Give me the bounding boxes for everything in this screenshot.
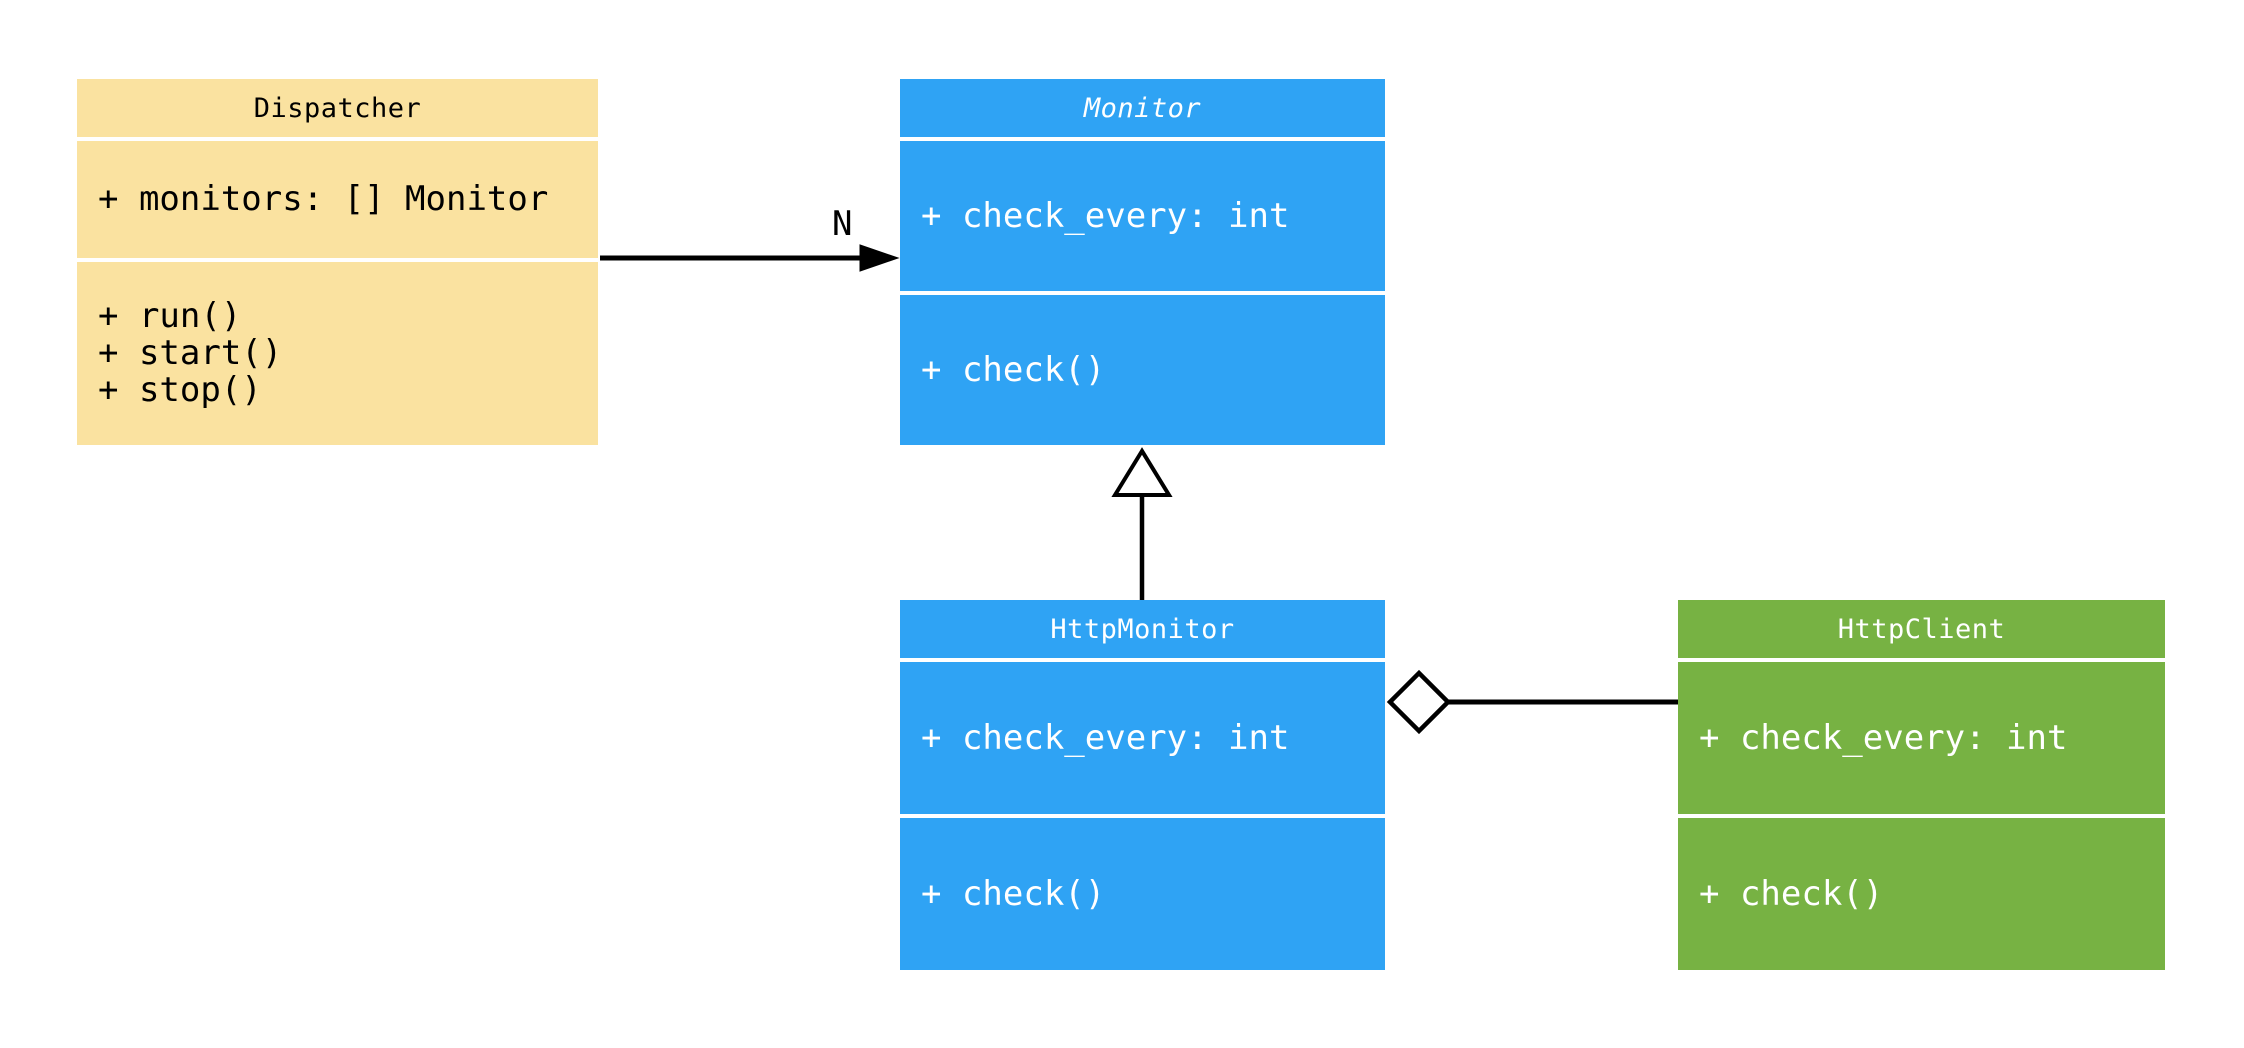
class-title: Dispatcher (77, 79, 598, 137)
class-attributes-section: + check_every: int (1678, 662, 2165, 814)
class-methods-section: + run() + start() + stop() (77, 262, 598, 445)
class-method: + run() (98, 296, 242, 336)
class-httpclient: HttpClient + check_every: int + check() (1678, 600, 2165, 970)
class-methods-section: + check() (900, 818, 1385, 970)
class-method: + stop() (98, 370, 262, 410)
multiplicity-label: N (832, 204, 853, 244)
aggregation-httpmonitor-httpclient (1386, 669, 1678, 735)
class-dispatcher: Dispatcher + monitors: [] Monitor + run(… (77, 79, 598, 445)
class-attributes-section: + monitors: [] Monitor (77, 141, 598, 258)
class-attribute: + check_every: int (921, 717, 1290, 758)
inheritance-httpmonitor-monitor (1111, 447, 1173, 602)
class-methods-section: + check() (1678, 818, 2165, 970)
association-dispatcher-monitor (600, 244, 900, 272)
class-httpmonitor: HttpMonitor + check_every: int + check() (900, 600, 1385, 970)
class-attributes-section: + check_every: int (900, 662, 1385, 814)
class-title: HttpMonitor (900, 600, 1385, 658)
hollow-triangle-arrowhead-icon (1111, 447, 1173, 497)
class-attribute: + monitors: [] Monitor (98, 179, 549, 219)
class-attribute: + check_every: int (921, 195, 1290, 236)
class-attributes-section: + check_every: int (900, 141, 1385, 291)
hollow-diamond-icon (1386, 669, 1452, 735)
class-title: Monitor (900, 79, 1385, 137)
class-method: + start() (98, 333, 283, 373)
class-title: HttpClient (1678, 600, 2165, 658)
class-method: + check() (921, 873, 1106, 914)
filled-arrowhead-icon (859, 244, 900, 272)
class-monitor: Monitor + check_every: int + check() (900, 79, 1385, 445)
class-method: + check() (1699, 873, 1884, 914)
class-method: + check() (921, 349, 1106, 390)
class-methods-section: + check() (900, 295, 1385, 445)
class-attribute: + check_every: int (1699, 717, 2068, 758)
